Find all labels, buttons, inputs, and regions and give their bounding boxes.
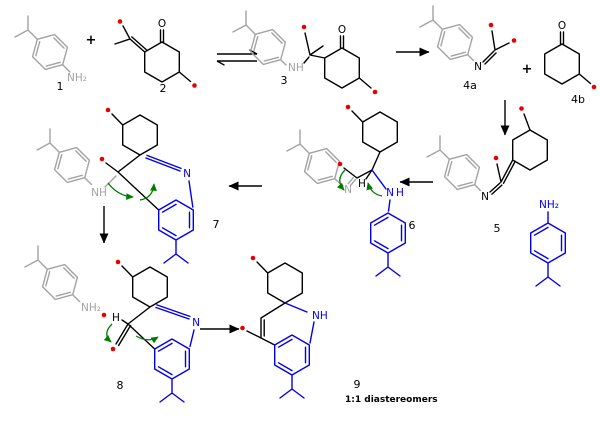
s2-carbonyl-o: O (158, 18, 166, 30)
s2-number: 2 (160, 82, 167, 95)
isotope-dot (101, 312, 107, 318)
s6-ch-label: H (358, 178, 366, 190)
isotope-dot (372, 89, 378, 95)
s8-blue-n-label: N (192, 317, 200, 329)
structure-3: NH O 3 (232, 10, 378, 95)
curved-arrow (366, 182, 383, 197)
s5-blue-aniline (530, 211, 566, 287)
structure-9: NH 9 1:1 diastereomers (240, 255, 438, 405)
structure-4a: N 4a (419, 5, 517, 92)
diastereomer-note: 1:1 diastereomers (345, 395, 438, 405)
structure-4b: O 4b (544, 20, 597, 106)
s9-nh-label: NH (312, 310, 328, 322)
s8-black-skeleton (115, 265, 168, 350)
s4a-imine-skeleton (482, 30, 510, 65)
s4a-gray-skeleton (419, 5, 475, 62)
isotope-dot (337, 161, 343, 167)
s1-amine-label: NH₂ (67, 72, 87, 84)
structure-1: NH₂ 1 (14, 15, 87, 93)
s6-blue-skeleton (370, 169, 406, 277)
s5-nh2-label: NH₂ (539, 199, 559, 211)
structure-2: O 2 (114, 18, 197, 95)
s5-gray-skeleton (426, 135, 482, 192)
isotope-dot (240, 325, 245, 331)
s6-gray-n-label: N (344, 184, 352, 196)
s3-nh-label: NH (288, 62, 304, 74)
isotope-dot (115, 259, 121, 265)
s6-gray-skeleton (286, 129, 357, 187)
s7-number: 7 (213, 218, 220, 231)
s5-black-skeleton (489, 113, 548, 195)
s3-number: 3 (281, 74, 288, 87)
equilibrium-harpoon-left (216, 60, 257, 66)
s8-ch-label: H (112, 312, 120, 324)
isotope-dot (99, 156, 105, 162)
structure-7: NH N 7 (36, 107, 220, 264)
s8-gray-skeleton (24, 245, 81, 303)
structure-6: N H N H 6 (286, 104, 416, 277)
s6-blue-nh-h-label: H (396, 187, 404, 199)
isotope-dot (250, 255, 256, 261)
s6-number: 6 (409, 219, 416, 232)
s2-skeleton (114, 25, 192, 83)
isotope-dot (110, 346, 116, 352)
s1-number: 1 (57, 80, 64, 93)
s9-blue-skeleton (274, 302, 315, 399)
isotope-dot (511, 38, 517, 43)
structure-8: NH₂ H N 8 (24, 245, 200, 403)
curved-arrow (103, 323, 113, 343)
structure-5: N NH₂ 5 (426, 106, 566, 287)
s6-black-skeleton (343, 110, 398, 180)
plus-sign-1: + (86, 33, 97, 48)
curved-arrow (135, 335, 159, 344)
s8-free-amine-label: NH₂ (81, 302, 101, 314)
curved-arrow (139, 183, 157, 201)
curved-arrow (107, 182, 134, 200)
s3-black-skeleton (303, 32, 372, 89)
isotope-dot (117, 19, 123, 24)
s4b-skeleton (544, 31, 592, 85)
curved-arrow (336, 169, 346, 191)
s7-blue-n-label: N (183, 168, 191, 180)
isotope-dot (192, 83, 197, 88)
s5-n-label: N (481, 191, 489, 203)
s7-blue-skeleton (145, 154, 194, 264)
s1-skeleton (14, 15, 71, 73)
isotope-dot (301, 24, 307, 30)
s7-black-skeleton (105, 113, 160, 211)
isotope-dot (493, 155, 499, 161)
s3-gray-skeleton (232, 10, 287, 66)
s3-carbonyl-o: O (338, 24, 346, 36)
isotope-dot (105, 107, 111, 113)
isotope-dot (345, 104, 351, 110)
s9-black-skeleton (246, 261, 303, 346)
s4b-carbonyl-o: O (558, 20, 566, 32)
s7-nh-label: NH (91, 187, 107, 199)
s6-blue-n-label: N (386, 187, 394, 199)
isotope-dot (488, 22, 494, 28)
s9-number: 9 (354, 378, 361, 391)
s7-gray-skeleton (36, 128, 117, 188)
s8-blue-skeleton (154, 304, 195, 403)
s4a-n-label: N (474, 61, 482, 73)
isotope-dot (591, 84, 597, 90)
s8-number: 8 (117, 379, 124, 392)
plus-sign-2: + (522, 62, 533, 77)
s4a-number: 4a (463, 79, 477, 92)
s5-number: 5 (494, 222, 501, 235)
s4b-number: 4b (571, 93, 585, 106)
isotope-dot (519, 106, 524, 111)
